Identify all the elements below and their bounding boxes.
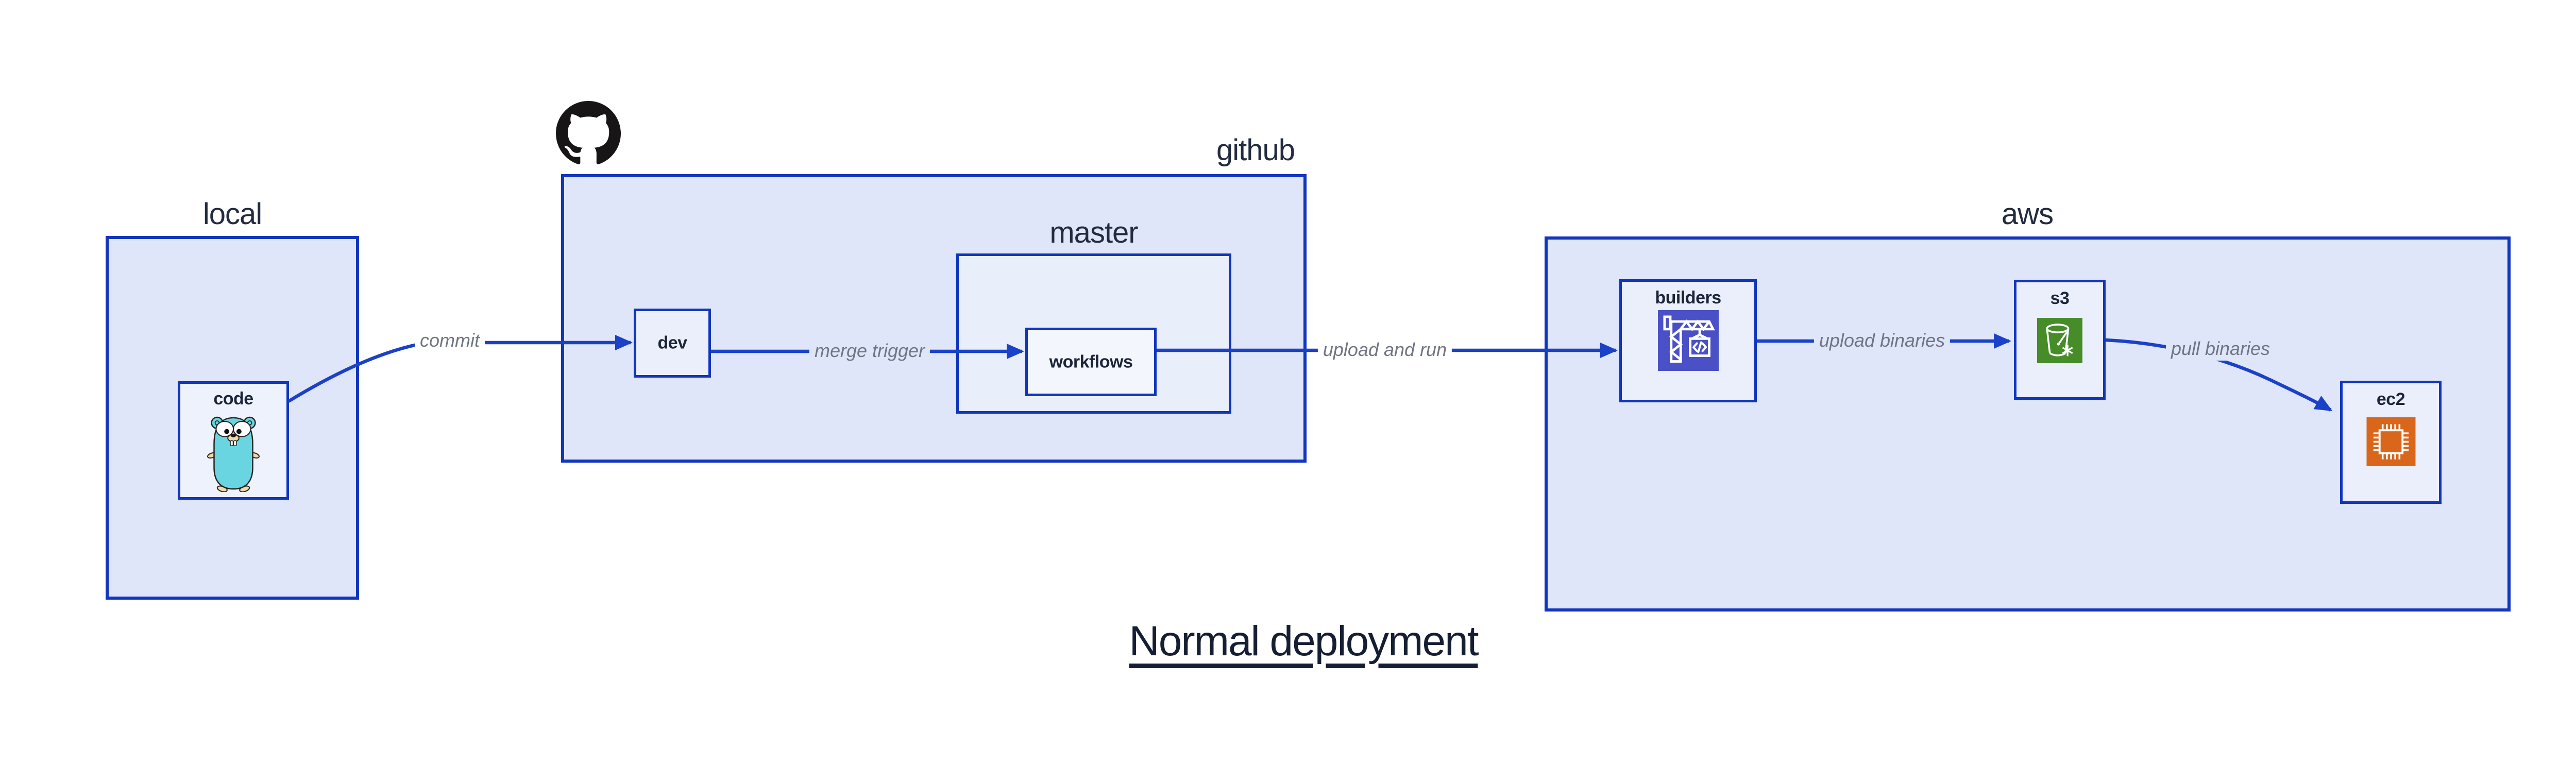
code-node-label: code <box>213 389 253 409</box>
ec2-node-label: ec2 <box>2376 389 2405 409</box>
code-node-box: code <box>178 381 289 500</box>
builders-node-label: builders <box>1655 288 1721 308</box>
s3-node-label: s3 <box>2050 288 2070 308</box>
local-group-label: local <box>202 197 262 231</box>
s3-node-box: s3 <box>2014 280 2106 400</box>
edge-upload-binaries-label: upload binaries <box>1814 328 1951 353</box>
workflows-node-label: workflows <box>1049 352 1133 371</box>
edge-merge-trigger-label: merge trigger <box>809 338 930 363</box>
edge-pull-binaries-label: pull binaries <box>2165 336 2276 361</box>
ec2-node-box: ec2 <box>2340 381 2442 504</box>
aws-group-label: aws <box>2001 197 2054 231</box>
s3-glacier-bucket-icon <box>2037 318 2082 363</box>
go-gopher-icon <box>207 416 260 492</box>
dev-node-label: dev <box>657 333 687 353</box>
dev-node-box: dev <box>634 309 711 378</box>
github-octocat-icon <box>556 101 621 164</box>
edge-upload-and-run-label: upload and run <box>1317 337 1452 362</box>
builders-node-box: builders <box>1619 279 1757 402</box>
ec2-chip-icon <box>2366 417 2416 466</box>
edge-commit-label: commit <box>415 328 485 353</box>
github-group-label: github <box>1216 133 1295 167</box>
diagram-title: Normal deployment <box>1129 618 1479 665</box>
codebuild-crane-icon <box>1658 310 1719 371</box>
workflows-node-box: workflows <box>1025 328 1157 396</box>
master-group-label: master <box>1049 216 1138 249</box>
